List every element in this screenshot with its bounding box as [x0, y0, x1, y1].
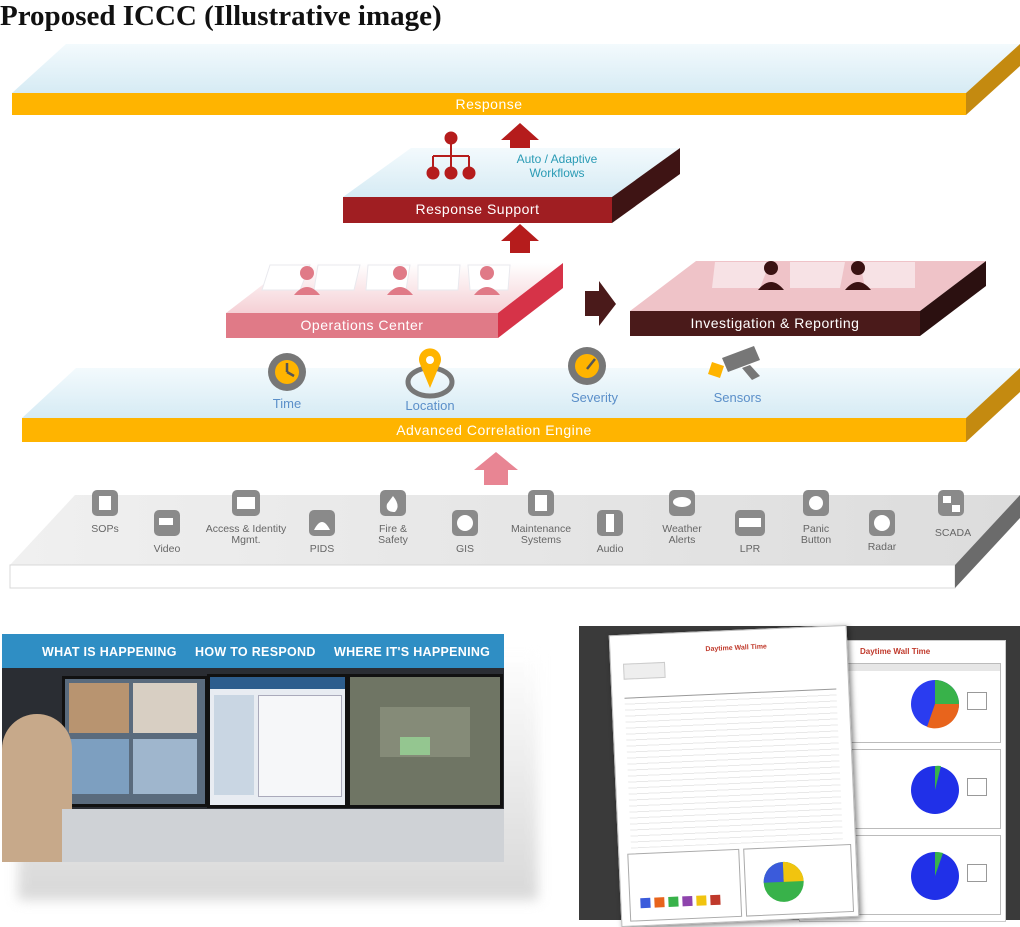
- video-icon: [154, 510, 180, 536]
- monitor: [62, 676, 208, 807]
- scada-icon: [938, 490, 964, 516]
- response-label: Response: [455, 96, 523, 112]
- radar-icon: [869, 510, 895, 536]
- source-label: Fire & Safety: [378, 523, 408, 546]
- response-support-layer: [343, 148, 680, 223]
- investigation-label: Investigation & Reporting: [690, 315, 860, 331]
- page-title: Proposed ICCC (Illustrative image): [0, 0, 442, 32]
- right-arrow-icon: [585, 281, 616, 326]
- source-label: PIDS: [309, 543, 335, 555]
- source-label: Audio: [596, 543, 624, 555]
- lpr-icon: [735, 510, 765, 536]
- access-card-icon: [232, 490, 260, 516]
- sensors-label: Sensors: [713, 390, 762, 405]
- photo-header: WHAT IS HAPPENING: [42, 645, 177, 659]
- up-arrow-icon: [501, 123, 539, 152]
- hierarchy-icon: [426, 131, 476, 180]
- source-label: Weather Alerts: [662, 523, 702, 546]
- globe-icon: [452, 510, 478, 536]
- pids-icon: [309, 510, 335, 536]
- source-label: Maintenance Systems: [510, 523, 572, 546]
- workflows-label: Auto / Adaptive Workflows: [516, 152, 598, 180]
- operations-center-label: Operations Center: [300, 317, 424, 333]
- audio-icon: [597, 510, 623, 536]
- severity-label: Severity: [571, 390, 618, 405]
- photo-header: HOW TO RESPOND: [195, 645, 316, 659]
- monitor: [347, 674, 503, 808]
- time-label: Time: [272, 396, 302, 411]
- camera-icon: [708, 346, 760, 380]
- source-label: GIS: [455, 543, 475, 555]
- gauge-icon: [568, 347, 606, 385]
- clock-icon: [268, 353, 306, 391]
- iccc-diagram: [9, 44, 1020, 589]
- reports-panel: Daytime Wall Time Daytime Wall Time: [579, 624, 1020, 927]
- monitor: [207, 674, 348, 808]
- operations-center-layer: [226, 263, 563, 338]
- fire-icon: [380, 490, 406, 516]
- up-arrow-icon: [501, 224, 539, 253]
- source-label: Video: [153, 543, 181, 555]
- desk: [62, 809, 504, 862]
- source-label: LPR: [739, 543, 761, 555]
- sops-icon: [92, 490, 118, 516]
- photo-header: WHERE IT'S HAPPENING: [334, 645, 491, 659]
- source-label: Panic Button: [800, 523, 832, 546]
- operator: [2, 714, 72, 862]
- source-label: Radar: [867, 541, 897, 553]
- location-pin-icon: [405, 348, 455, 399]
- source-label: Access & Identity Mgmt.: [205, 523, 287, 546]
- weather-icon: [669, 490, 695, 516]
- source-label: SOPs: [91, 523, 119, 535]
- maintenance-icon: [528, 490, 554, 516]
- report-doc-front: Daytime Wall Time: [608, 624, 860, 927]
- up-arrow-icon: [474, 452, 518, 485]
- source-label: SCADA: [934, 527, 972, 539]
- panic-button-icon: [803, 490, 829, 516]
- investigation-layer: [630, 261, 986, 336]
- control-room-photo: WHAT IS HAPPENING HOW TO RESPOND WHERE I…: [2, 634, 504, 862]
- correlation-engine-label: Advanced Correlation Engine: [396, 422, 592, 438]
- sources-base-layer: [9, 495, 1020, 589]
- response-layer: [12, 44, 1020, 115]
- response-support-label: Response Support: [415, 201, 540, 217]
- location-label: Location: [405, 398, 455, 413]
